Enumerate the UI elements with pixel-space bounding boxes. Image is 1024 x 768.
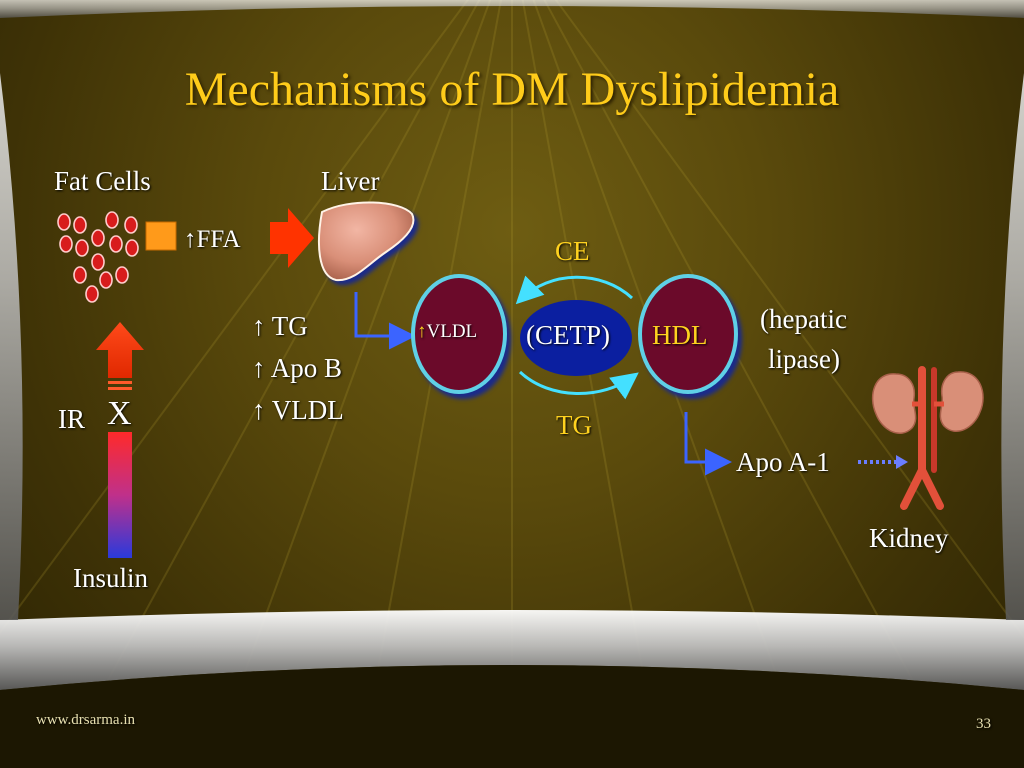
ffa-marker [145,221,177,251]
up-arrow-icon [96,322,144,390]
hepatic-lipase-line1: (hepatic [760,304,847,334]
hdl-label: HDL [652,320,708,350]
ffa-to-liver-arrow [270,208,314,268]
up-arrow-icon: ↑ [417,321,427,342]
footer-website: www.drsarma.in [36,712,136,728]
hdl-to-apoa1-connector [684,412,732,476]
page-number: 33 [976,716,991,732]
hdl-particle [638,274,738,394]
liver-icon [317,201,415,282]
liver-label: Liver [321,166,380,196]
kidney-label: Kidney [869,523,949,553]
up-arrow-icon: ↑ [252,395,266,425]
insulin-label: Insulin [73,563,149,593]
fat-cells-label: Fat Cells [54,166,151,196]
ir-label: IR [58,404,85,434]
apob-increase-label: ↑ Apo B [252,353,343,383]
fat-cells-icon [57,211,139,303]
cetp-ellipse [520,300,632,376]
insulin-bar [108,432,132,558]
ce-label: CE [555,236,590,266]
up-arrow-icon: ↑ [184,226,197,253]
vldl-particle [411,274,507,394]
cetp-label: (CETP) [526,320,610,350]
apoa1-to-kidney-arrow [858,455,908,469]
tg-exchange-label: TG [556,410,592,440]
tg-exchange-arrow [518,370,639,400]
ffa-label: ↑FFA [184,226,241,253]
up-arrow-icon: ↑ [252,353,266,383]
insulin-block-mark: X [107,395,132,432]
hepatic-lipase-line2: lipase) [768,344,840,374]
vldl-increase-label: ↑ VLDL [252,395,344,425]
tg-increase-label: ↑ TG [252,311,308,341]
ce-exchange-arrow [515,275,634,305]
liver-to-vldl-connector [354,292,416,350]
up-arrow-icon: ↑ [252,311,266,341]
vldl-particle-label: ↑VLDL [417,321,478,342]
apo-a1-label: Apo A-1 [736,447,830,477]
slide-title: Mechanisms of DM Dyslipidemia [184,63,840,116]
kidney-icon [871,366,984,510]
